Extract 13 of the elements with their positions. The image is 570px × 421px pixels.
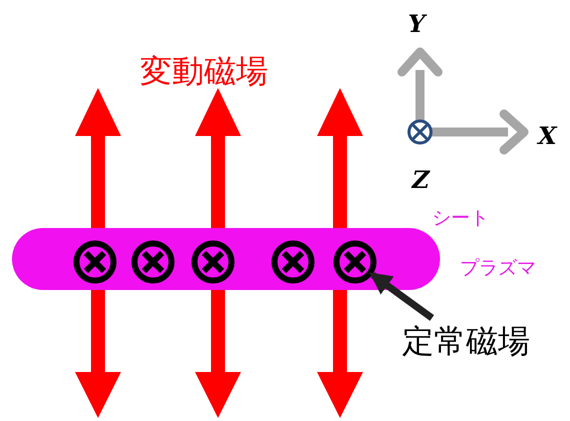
into-page-symbol [73,240,117,284]
plasma-label: シート [432,206,489,230]
into-page-symbol [131,240,175,284]
into-page-symbol [271,240,315,284]
field-label: 変動磁場 [140,52,268,90]
leader-arrow [369,272,434,321]
field-label: 定常磁場 [402,321,530,362]
axis-label: Z [412,166,430,195]
axis-label: X [538,122,557,151]
plasma-label: プラズマ [460,256,536,280]
into-page-symbol [333,240,377,284]
axis-label: Y [408,10,426,39]
into-page-symbol [191,240,235,284]
